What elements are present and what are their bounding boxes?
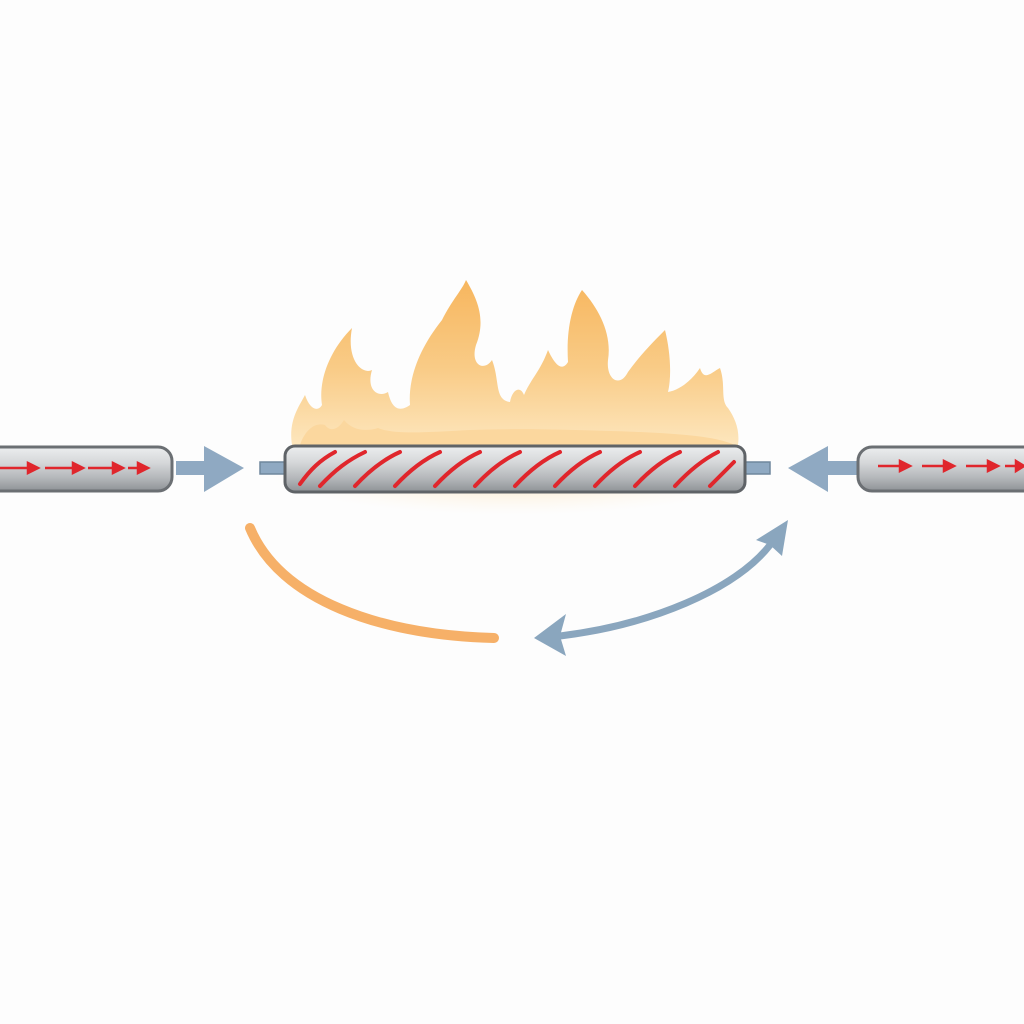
center-heated-rod: [259, 444, 771, 494]
arrow-left-icon: [788, 446, 858, 492]
curved-double-arrow-icon: [534, 520, 788, 656]
flow-arrows: [0, 460, 151, 476]
flow-arrows: [878, 458, 1024, 474]
orange-arc: [245, 523, 499, 643]
flame-icon: [291, 280, 739, 445]
heating-coil: [298, 450, 736, 488]
right-rod: [856, 445, 1024, 493]
arrow-right-icon: [176, 446, 244, 492]
left-rod: [0, 445, 174, 493]
